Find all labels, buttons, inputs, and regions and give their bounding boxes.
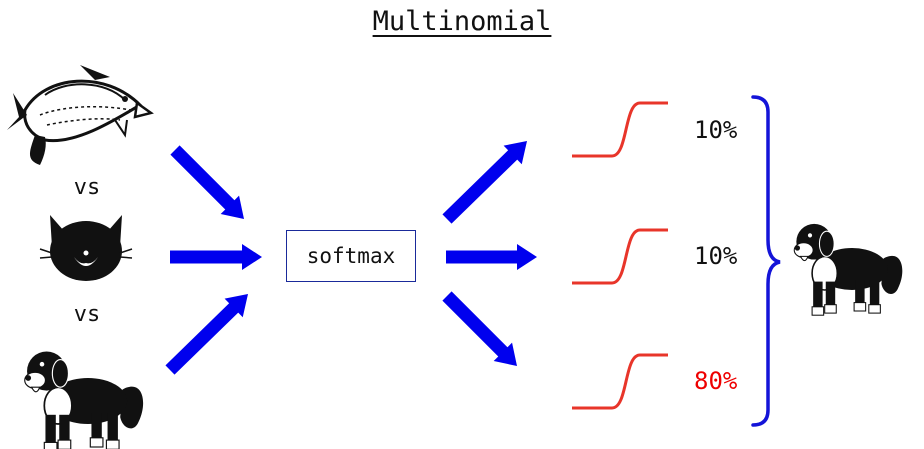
output-probability-2: 10% (694, 242, 738, 270)
input-arrow-dog (165, 294, 248, 375)
fish-icon (7, 65, 154, 165)
input-arrow-fish (170, 145, 244, 219)
softmax-box: softmax (286, 230, 416, 282)
output-arrow-1 (442, 141, 527, 224)
output-brace (751, 95, 781, 427)
dog-icon (23, 350, 144, 449)
sigmoid-curve-3 (572, 353, 668, 410)
output-probability-3: 80% (694, 367, 738, 395)
sigmoid-curve-2 (572, 228, 668, 285)
diagram-title: Multinomial (372, 6, 552, 37)
cat-icon (39, 215, 133, 281)
output-arrow-2 (446, 244, 537, 270)
output-arrow-3 (442, 291, 517, 366)
vs-separator-2: vs (73, 302, 101, 327)
sigmoid-curve-1 (572, 101, 668, 158)
result-dog-icon (793, 223, 904, 316)
softmax-label: softmax (306, 244, 396, 268)
input-arrow-cat (170, 244, 262, 270)
output-probability-1: 10% (694, 116, 738, 144)
vs-separator-1: vs (73, 175, 101, 200)
